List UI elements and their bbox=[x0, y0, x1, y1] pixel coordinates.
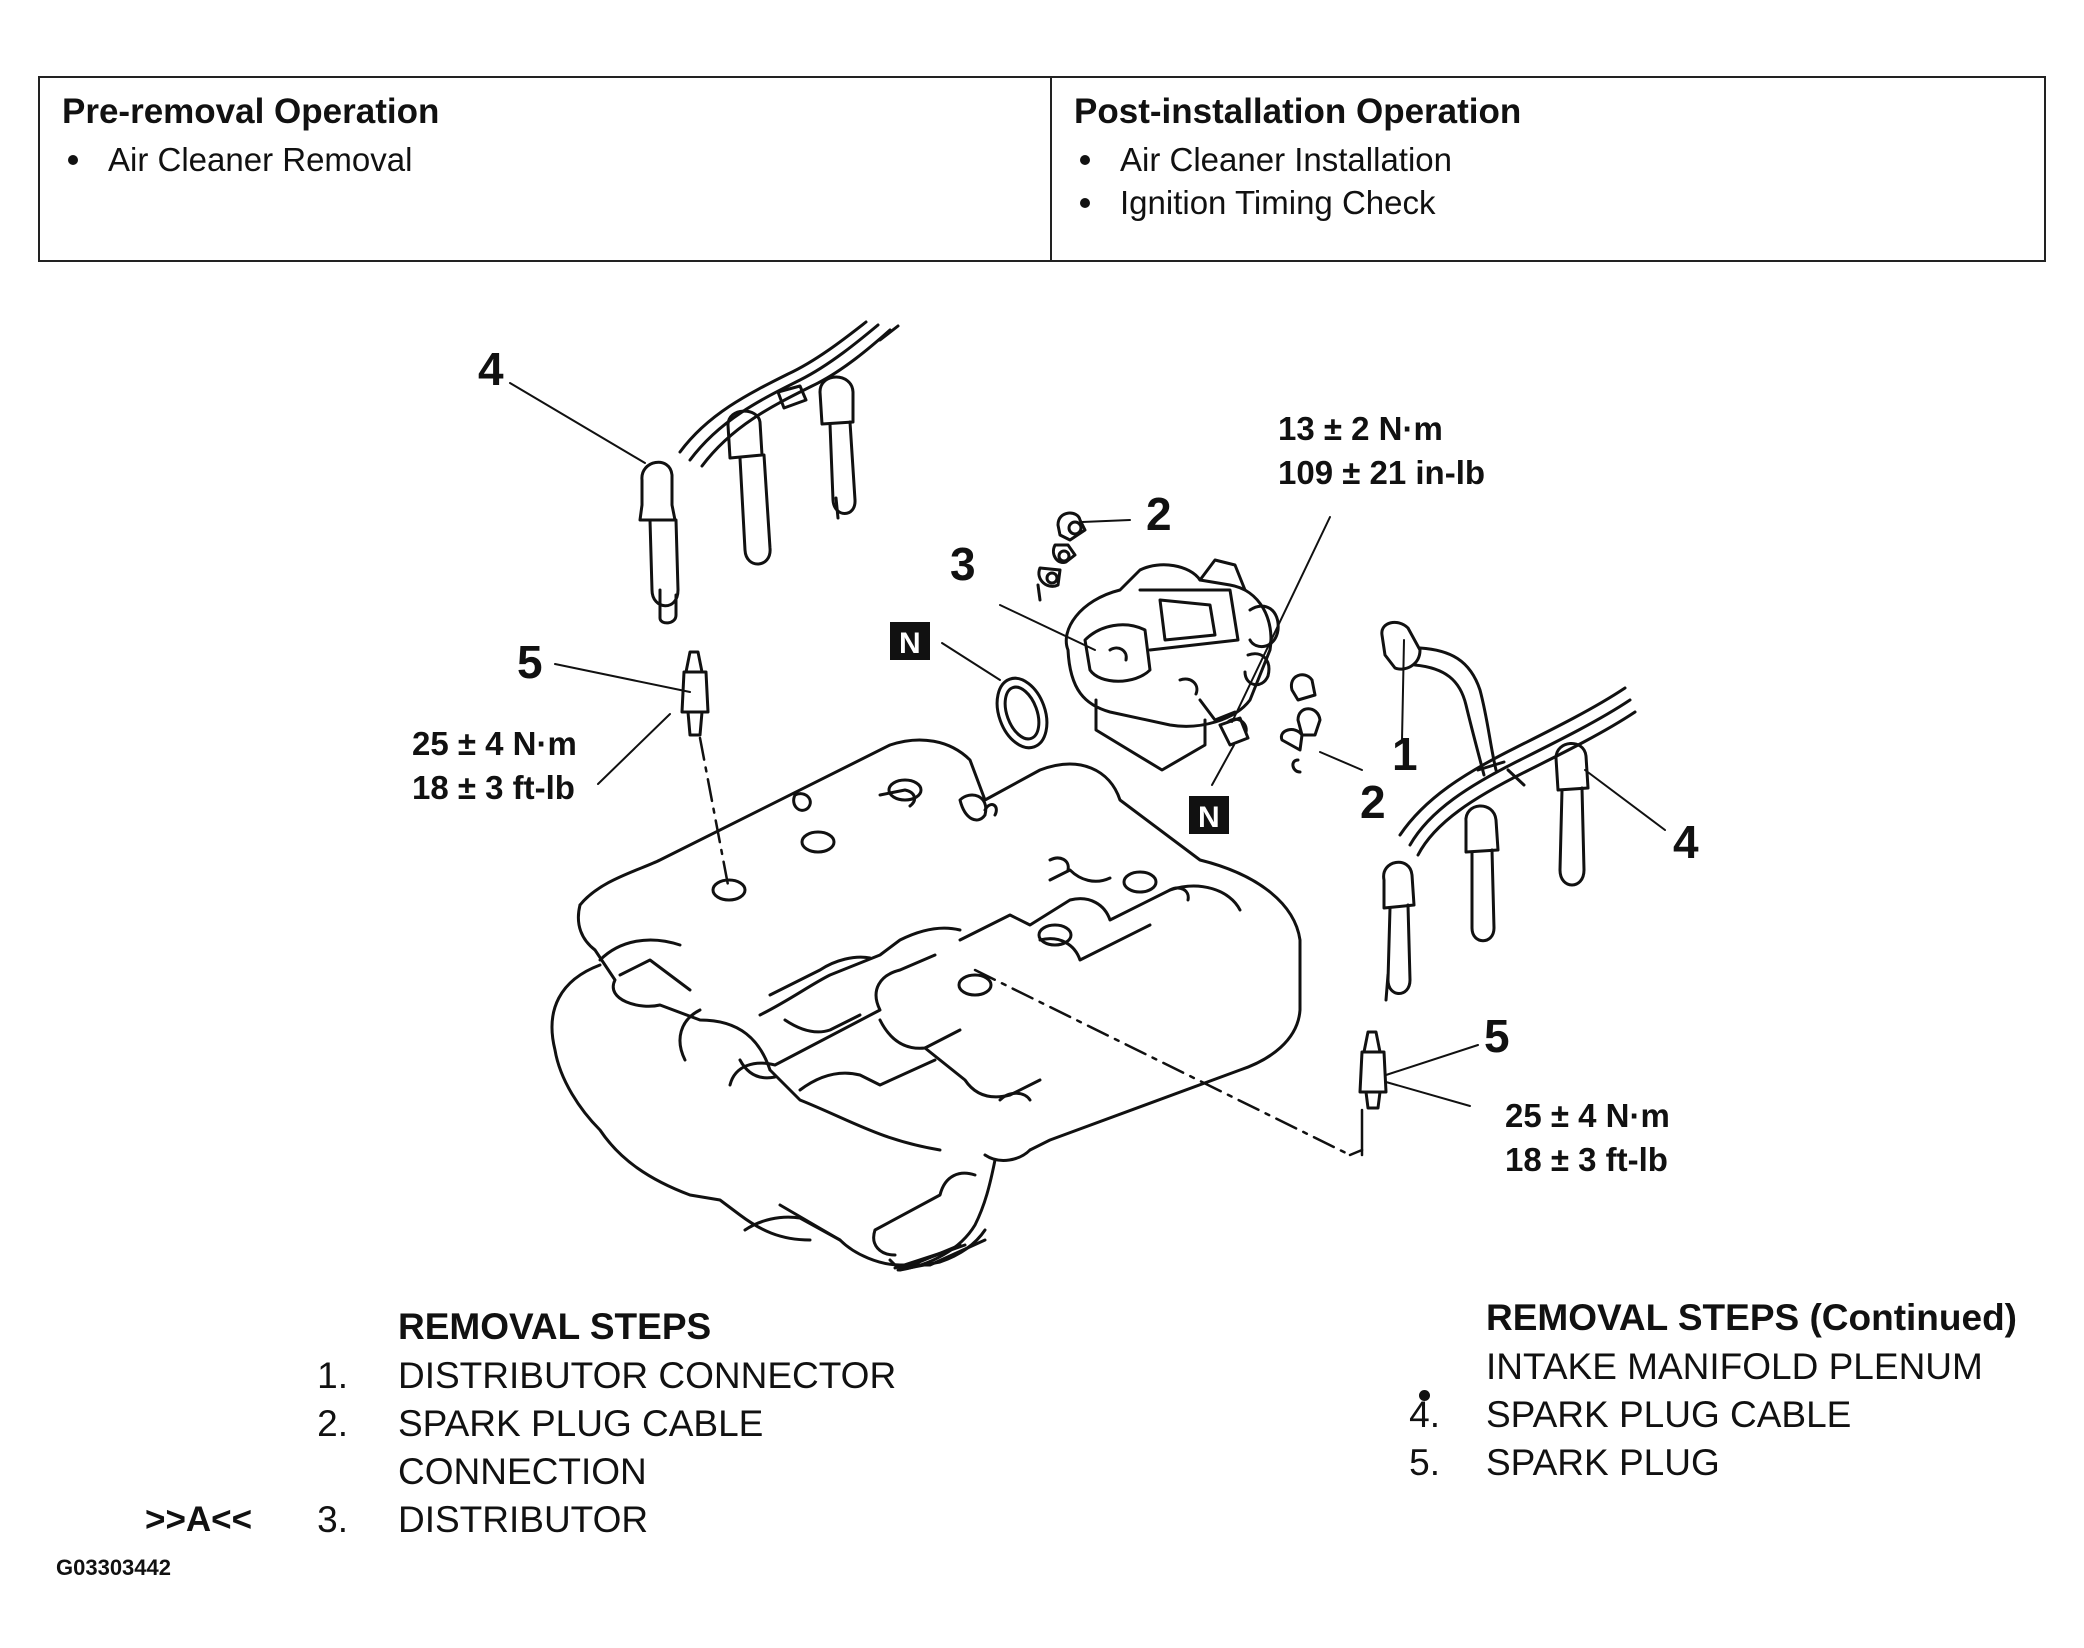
distributor-drawing bbox=[1064, 558, 1280, 772]
step-text: SPARK PLUG CABLE bbox=[1486, 1394, 1852, 1435]
engine-block-drawing bbox=[550, 738, 1302, 1272]
callout-5-left: 5 bbox=[517, 636, 543, 688]
callout-4-left: 4 bbox=[478, 343, 504, 395]
torque-plug-right-nm: 25 ± 4 N·m bbox=[1505, 1097, 1670, 1134]
pre-removal-item: Air Cleaner Removal bbox=[62, 138, 1050, 181]
cable-clip-upper-drawing bbox=[1036, 511, 1087, 602]
pre-removal-column: Pre-removal Operation Air Cleaner Remova… bbox=[40, 78, 1052, 260]
post-installation-item: Ignition Timing Check bbox=[1074, 181, 2044, 224]
step-number: 1. bbox=[317, 1355, 348, 1396]
step-number: 4. bbox=[1409, 1394, 1440, 1435]
post-installation-list: Air Cleaner Installation Ignition Timing… bbox=[1074, 138, 2044, 224]
service-point-marker: >>A<< bbox=[145, 1500, 253, 1539]
step-bullet bbox=[1400, 1368, 1430, 1410]
step-text: CONNECTION bbox=[398, 1451, 647, 1492]
step-text: DISTRIBUTOR bbox=[398, 1499, 649, 1540]
bullet-dot-icon bbox=[1419, 1390, 1430, 1401]
removal-steps-title: REMOVAL STEPS bbox=[398, 1306, 712, 1347]
post-installation-heading: Post-installation Operation bbox=[1074, 92, 1522, 131]
step-text: INTAKE MANIFOLD PLENUM bbox=[1486, 1346, 1983, 1387]
non-reusable-badge: N bbox=[1189, 796, 1229, 834]
pre-removal-heading: Pre-removal Operation bbox=[62, 92, 440, 131]
torque-distributor-inlb: 109 ± 21 in-lb bbox=[1278, 454, 1485, 491]
post-installation-item: Air Cleaner Installation bbox=[1074, 138, 2044, 181]
distributor-bolt-drawing bbox=[1218, 716, 1250, 747]
cable-clip-lower-drawing bbox=[1279, 673, 1322, 774]
non-reusable-badge: N bbox=[890, 622, 930, 660]
callout-3: 3 bbox=[950, 538, 976, 590]
step-number: 2. bbox=[317, 1403, 348, 1444]
step-number: 5. bbox=[1409, 1442, 1440, 1483]
pre-removal-list: Air Cleaner Removal bbox=[62, 138, 1050, 181]
spark-plug-left-drawing bbox=[680, 650, 710, 737]
callout-4-right: 4 bbox=[1673, 816, 1699, 868]
torque-plug-left-ftlb: 18 ± 3 ft-lb bbox=[412, 769, 575, 806]
step-text: DISTRIBUTOR CONNECTOR bbox=[398, 1355, 897, 1396]
operations-table: Pre-removal Operation Air Cleaner Remova… bbox=[38, 76, 2046, 262]
callout-1: 1 bbox=[1392, 728, 1418, 780]
torque-plug-left-nm: 25 ± 4 N·m bbox=[412, 725, 577, 762]
badge-n-bolt: N bbox=[1198, 801, 1220, 834]
distributor-connector-drawing bbox=[1380, 620, 1506, 777]
torque-plug-right-ftlb: 18 ± 3 ft-lb bbox=[1505, 1141, 1668, 1178]
spark-plug-cable-left-drawing bbox=[638, 320, 900, 625]
figure-id: G03303442 bbox=[56, 1555, 171, 1580]
o-ring-drawing bbox=[995, 676, 1049, 750]
leader-lines bbox=[509, 382, 1666, 1107]
step-text: SPARK PLUG bbox=[1486, 1442, 1720, 1483]
badge-n-oring: N bbox=[899, 627, 921, 660]
spark-plug-right-drawing bbox=[1358, 1030, 1388, 1110]
post-installation-column: Post-installation Operation Air Cleaner … bbox=[1052, 78, 2044, 260]
callout-2-lower: 2 bbox=[1360, 776, 1386, 828]
callout-2-upper: 2 bbox=[1146, 488, 1172, 540]
callout-5-right: 5 bbox=[1484, 1010, 1510, 1062]
spark-plug-cable-right-drawing bbox=[1382, 686, 1637, 1002]
step-number: 3. bbox=[317, 1499, 348, 1540]
step-text: SPARK PLUG CABLE bbox=[398, 1403, 764, 1444]
torque-distributor-nm: 13 ± 2 N·m bbox=[1278, 410, 1443, 447]
removal-steps-continued-title: REMOVAL STEPS (Continued) bbox=[1486, 1297, 2018, 1338]
